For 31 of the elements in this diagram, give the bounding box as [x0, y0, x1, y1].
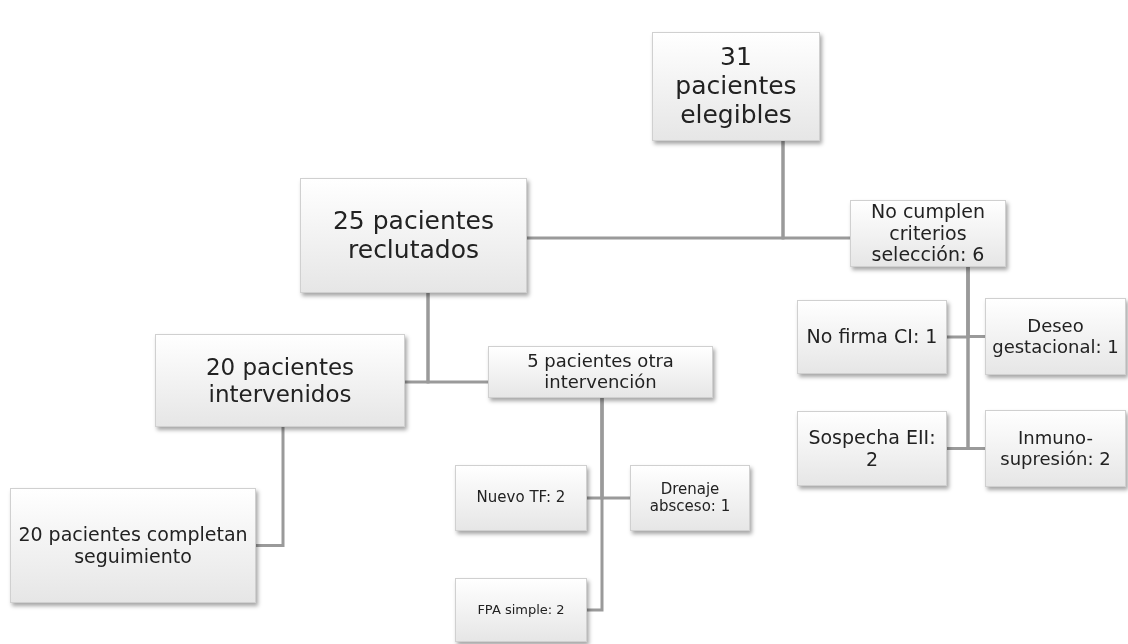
connector-line [256, 427, 285, 547]
process-box [155, 334, 405, 427]
process-box [797, 411, 947, 486]
connector-line [426, 293, 488, 384]
process-box [652, 32, 820, 141]
box-label: Deseo gestacional: 1 [991, 315, 1120, 358]
box-label: 20 pacientes intervenidos [204, 354, 356, 407]
process-box [10, 488, 256, 603]
box-label: Sospecha EII: 2 [807, 426, 937, 471]
box-label: Nuevo TF: 2 [476, 489, 566, 507]
process-box [630, 465, 750, 531]
process-box [300, 178, 527, 293]
box-label: Drenaje absceso: 1 [648, 480, 732, 516]
process-box [797, 300, 947, 374]
process-box [985, 410, 1126, 487]
process-box [850, 200, 1006, 267]
process-box [985, 298, 1126, 375]
box-label: FPA simple: 2 [477, 602, 565, 618]
box-label: 25 pacientes reclutados [331, 206, 496, 265]
box-label: No firma CI: 1 [806, 326, 938, 348]
connector-line [966, 267, 985, 450]
box-label: No cumplen criterios selección: 6 [870, 200, 986, 267]
process-box [488, 346, 713, 398]
box-label: 31 pacientes elegibles [674, 43, 798, 130]
process-box [455, 465, 587, 531]
box-label: Inmuno-supresión: 2 [999, 427, 1112, 470]
box-label: 5 pacientes otra intervención [526, 351, 675, 393]
process-box [455, 578, 587, 642]
connector-line [587, 398, 604, 612]
connector-line [781, 141, 850, 240]
box-label: 20 pacientes completan seguimiento [17, 523, 249, 568]
